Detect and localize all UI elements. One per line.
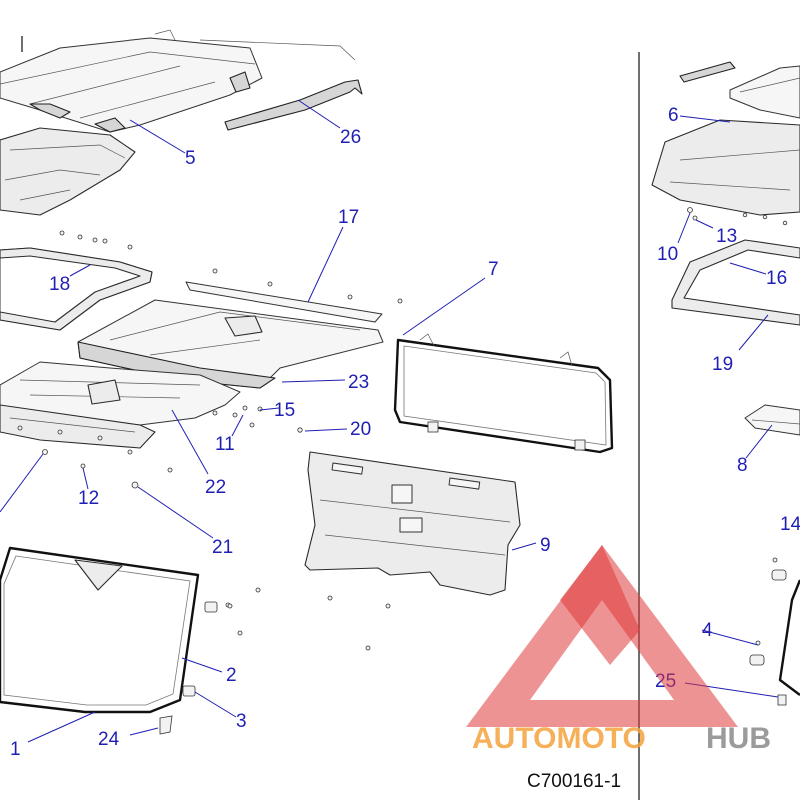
- leader-lines: [0, 99, 779, 743]
- callout-24: 24: [98, 729, 120, 750]
- lower-frame-part: [0, 404, 156, 455]
- watermark-logo: AUTOMOTO HUB: [466, 545, 771, 755]
- callout-2: 2: [226, 665, 237, 686]
- callout-20: 20: [350, 419, 371, 440]
- callout-16: 16: [766, 268, 787, 289]
- callout-10: 10: [657, 244, 678, 265]
- bulkhead-panel-part: [225, 451, 521, 651]
- callout-21: 21: [212, 537, 233, 558]
- callout-7: 7: [488, 259, 499, 280]
- hardware-small: [42, 405, 303, 489]
- windshield-right-part: [778, 579, 800, 696]
- callout-3: 3: [236, 711, 247, 732]
- bracket-strip-part: [185, 268, 403, 323]
- callout-14: 14: [780, 514, 800, 535]
- rear-window-part: [393, 333, 614, 454]
- callout-1: 1: [10, 739, 21, 760]
- callout-23: 23: [348, 372, 369, 393]
- rear-seal-right-part: [671, 239, 800, 326]
- windshield-part: [0, 546, 243, 735]
- callout-5: 5: [185, 148, 196, 169]
- hardware-dots-upper: [59, 230, 133, 250]
- callout-15: 15: [274, 400, 295, 421]
- callout-9: 9: [540, 535, 551, 556]
- callout-6: 6: [668, 105, 679, 126]
- callout-19: 19: [712, 354, 733, 375]
- callout-17: 17: [338, 207, 359, 228]
- callout-26: 26: [340, 127, 361, 148]
- callout-4: 4: [702, 620, 713, 641]
- callout-22: 22: [205, 477, 226, 498]
- callout-labels: 1 2 3 4 5 6 7 8 9 10 11 12 13 14 15 16 1…: [10, 105, 800, 760]
- callout-8: 8: [737, 455, 748, 476]
- drawing-code: C700161-1: [527, 771, 621, 792]
- callout-13: 13: [716, 226, 737, 247]
- rear-seal-part: [0, 247, 153, 331]
- callout-12: 12: [78, 488, 99, 509]
- roof-panel-part: [0, 29, 356, 133]
- callout-18: 18: [49, 274, 70, 295]
- watermark-text-hub: HUB: [706, 722, 771, 755]
- headliner-part: [0, 127, 136, 216]
- watermark-text-automoto: AUTOMOTO: [472, 722, 646, 755]
- tray-panel-part: [77, 299, 384, 389]
- bracket-right-part: [744, 404, 800, 706]
- seal-strip-part: [224, 79, 363, 131]
- headliner-right-part: [651, 119, 800, 226]
- callout-11: 11: [215, 434, 235, 455]
- roof-strip-right-part: [679, 61, 800, 119]
